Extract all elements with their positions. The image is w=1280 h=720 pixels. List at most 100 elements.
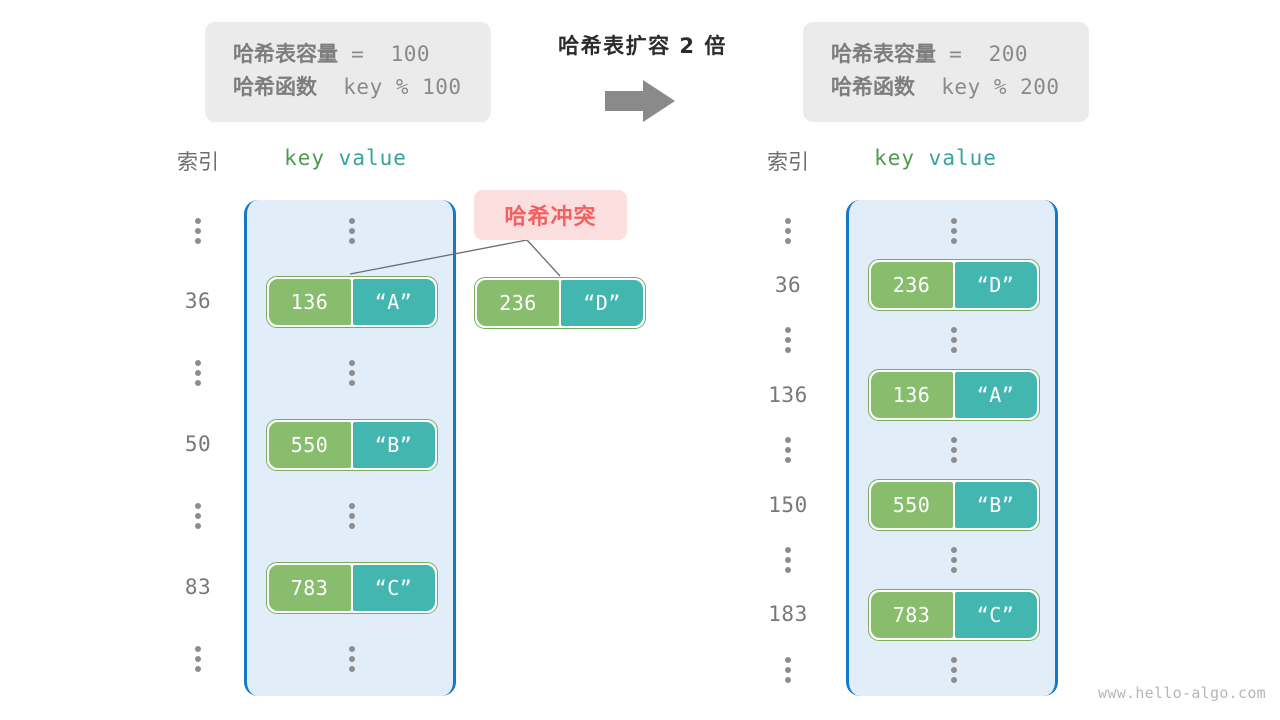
unplaced-entry-236[interactable]: 236 “D” — [474, 277, 646, 329]
entry-key: 550 — [268, 421, 351, 468]
vertical-dots-icon — [195, 645, 201, 672]
table-row — [748, 314, 1043, 367]
row-index: 50 — [184, 432, 212, 457]
row-index: 83 — [184, 575, 212, 599]
hash-table-before: 索引 key value 36 136“A” 50 550“B” 83 783“C” — [158, 146, 456, 698]
row-index: 36 — [184, 289, 212, 314]
info-box-after: 哈希表容量 = 200 哈希函数 key % 200 — [803, 22, 1089, 122]
bucket-entry[interactable]: 236“D” — [867, 259, 1040, 312]
row-cell-zone — [244, 490, 459, 543]
page-title: 哈希表扩容 2 倍 — [558, 34, 727, 58]
entry-value: “C” — [954, 591, 1037, 638]
row-index — [748, 424, 828, 477]
vertical-dots-icon — [950, 327, 957, 354]
function-expr-before: key % 100 — [317, 75, 462, 99]
row-cell-zone: 136“A” — [244, 275, 459, 328]
capacity-expr-after: = 200 — [936, 42, 1029, 66]
collision-badge: 哈希冲突 — [474, 190, 627, 240]
table-row — [158, 347, 453, 400]
watermark: www.hello-algo.com — [1098, 684, 1266, 702]
vertical-dots-icon — [785, 327, 791, 354]
table-row: 150 550“B” — [748, 479, 1043, 532]
bucket-entry[interactable]: 783“C” — [265, 561, 438, 614]
entry-key: 783 — [870, 591, 953, 638]
capacity-expr-before: = 100 — [338, 42, 431, 66]
row-cell-zone: 236“D” — [846, 259, 1061, 312]
row-index — [158, 347, 238, 400]
vertical-dots-icon — [195, 360, 201, 387]
capacity-line-before: 哈希表容量 = 100 — [233, 38, 463, 71]
function-label-before: 哈希函数 — [233, 75, 317, 99]
row-cell-zone — [244, 632, 459, 685]
row-cell-zone: 550“B” — [846, 479, 1061, 532]
header-key-after: key — [874, 146, 916, 170]
header-key-before: key — [284, 146, 326, 170]
vertical-dots-icon — [950, 656, 957, 683]
row-index — [748, 204, 828, 257]
row-index: 150 — [768, 492, 808, 517]
row-cell-zone — [846, 314, 1061, 367]
row-cell-zone: 783“C” — [846, 588, 1061, 641]
table-row: 36 136“A” — [158, 275, 453, 328]
table-row — [158, 632, 453, 685]
header-key-value-after: key value — [828, 146, 1043, 170]
vertical-dots-icon — [195, 217, 201, 244]
capacity-label-after: 哈希表容量 — [831, 42, 936, 66]
table-row — [748, 533, 1043, 586]
table-row: 50 550“B” — [158, 418, 453, 471]
entry-value: “A” — [954, 372, 1037, 419]
vertical-dots-icon — [950, 546, 957, 573]
entry-key: 136 — [870, 372, 953, 419]
entry-key: 136 — [268, 278, 351, 325]
row-cell-zone — [846, 424, 1061, 477]
header-value-after: value — [915, 146, 997, 170]
entry-key: 550 — [870, 482, 953, 528]
table-row: 183 783“C” — [748, 588, 1043, 641]
row-index — [748, 314, 828, 367]
bucket-entry[interactable]: 783“C” — [867, 588, 1040, 641]
vertical-dots-icon — [348, 503, 355, 530]
capacity-label-before: 哈希表容量 — [233, 42, 338, 66]
row-index — [158, 204, 238, 257]
arrow-right-icon — [605, 80, 675, 122]
row-index — [158, 632, 238, 685]
row-index — [748, 533, 828, 586]
bucket-entry[interactable]: 550“B” — [265, 418, 438, 471]
function-line-before: 哈希函数 key % 100 — [233, 71, 463, 104]
row-cell-zone — [244, 347, 459, 400]
entry-value: “B” — [954, 482, 1037, 528]
row-cell-zone — [846, 533, 1061, 586]
entry-value: “D” — [561, 280, 643, 326]
row-index: 136 — [768, 382, 808, 407]
row-cell-zone: 783“C” — [244, 561, 459, 614]
column-headers-after: 索引 key value — [748, 146, 1043, 180]
vertical-dots-icon — [785, 217, 791, 244]
row-cell-zone — [846, 204, 1061, 257]
bucket-entry[interactable]: 550“B” — [867, 479, 1040, 531]
entry-value: “C” — [352, 564, 435, 611]
function-line-after: 哈希函数 key % 200 — [831, 71, 1061, 104]
entry-key: 236 — [477, 280, 559, 326]
header-index-before: 索引 — [177, 150, 219, 174]
vertical-dots-icon — [195, 503, 201, 530]
row-index — [158, 490, 238, 543]
info-box-before: 哈希表容量 = 100 哈希函数 key % 100 — [205, 22, 491, 122]
column-headers-before: 索引 key value — [158, 146, 453, 180]
row-cell-zone: 550“B” — [244, 418, 459, 471]
table-row — [158, 490, 453, 543]
vertical-dots-icon — [348, 645, 355, 672]
capacity-line-after: 哈希表容量 = 200 — [831, 38, 1061, 71]
header-index-after: 索引 — [767, 150, 809, 174]
row-cell-zone: 136“A” — [846, 369, 1061, 422]
function-label-after: 哈希函数 — [831, 75, 915, 99]
row-index: 183 — [768, 602, 808, 627]
bucket-entry[interactable]: 136“A” — [265, 275, 438, 328]
entry-key: 236 — [870, 262, 953, 309]
bucket-entry[interactable]: 136“A” — [867, 369, 1040, 422]
row-cell-zone — [244, 204, 459, 257]
row-index — [748, 643, 828, 696]
entry-value: “B” — [352, 421, 435, 468]
entry-value: “A” — [352, 278, 435, 325]
header-key-value-before: key value — [238, 146, 453, 170]
